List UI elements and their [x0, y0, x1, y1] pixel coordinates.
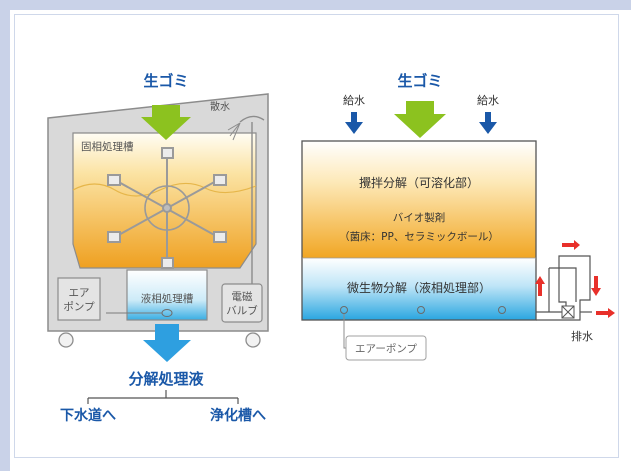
- bed-label: （菌床：PP、セラミックボール）: [339, 230, 499, 243]
- water-arrow-left: [345, 112, 363, 134]
- upper-zone: [302, 141, 536, 258]
- right-diagram: [301, 101, 615, 361]
- air-pump-label-line2: ポンプ: [63, 301, 95, 313]
- destination-lines: [87, 390, 239, 404]
- valve-box: [221, 283, 263, 323]
- blue-output-arrow: [143, 324, 191, 362]
- left-machine: [47, 93, 269, 404]
- green-input-arrow-right: [394, 101, 446, 138]
- waste-surface: [72, 182, 257, 197]
- output-label: 分解処理液: [128, 370, 204, 388]
- air-pump-label-line1: エア: [69, 287, 90, 299]
- valve-label-line2: バルブ: [226, 304, 258, 317]
- spray-lines: [227, 122, 241, 141]
- wheel-right: [245, 332, 261, 348]
- diffusers: [340, 306, 506, 314]
- reactor-outline: [301, 140, 537, 321]
- water-label-right: 給水: [477, 93, 499, 107]
- air-pump-box: [57, 277, 101, 321]
- liquid-tank: [126, 269, 208, 321]
- solid-tank-label: 固相処理槽: [81, 140, 134, 153]
- air-pump-label-right: エアーポンプ: [355, 343, 418, 355]
- water-arrow-right: [479, 112, 497, 134]
- wheel-left: [58, 332, 74, 348]
- water-label-left: 給水: [343, 93, 365, 107]
- air-pump-box-right: [345, 335, 427, 361]
- drain-label: 排水: [571, 329, 593, 343]
- valve-label-line1: 電磁: [232, 290, 253, 303]
- green-input-arrow: [141, 105, 191, 140]
- upper-zone-label: 攪拌分解（可溶化部）: [359, 175, 479, 190]
- bio-label: バイオ製剤: [393, 211, 446, 224]
- lower-zone-label: 微生物分解（液相処理部）: [347, 280, 491, 295]
- right-input-label: 生ゴミ: [397, 72, 442, 90]
- dest-sewer: 下水道へ: [60, 407, 116, 424]
- agitator: [107, 147, 227, 269]
- red-flow-arrows: [535, 240, 615, 318]
- left-input-label: 生ゴミ: [143, 72, 188, 90]
- spray-label: 散水: [210, 100, 230, 113]
- liquid-tank-label: 液相処理槽: [141, 292, 194, 305]
- dest-septic: 浄化槽へ: [210, 407, 266, 424]
